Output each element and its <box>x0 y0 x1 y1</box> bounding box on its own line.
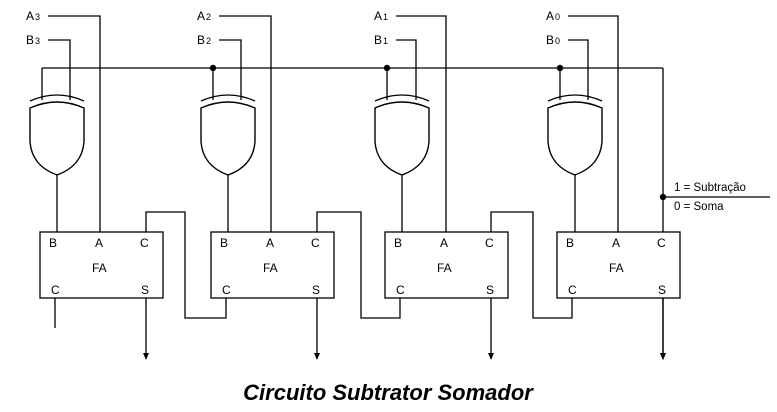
fa0-pin-c-in: C <box>657 236 666 250</box>
stage-2: A2 B2 B A C FA C S <box>197 9 335 360</box>
xor-gate-0 <box>547 101 603 176</box>
control-junction-dot <box>556 64 564 72</box>
input-b2-label: B2 <box>197 33 211 47</box>
control-add-label: 0 = Soma <box>674 201 724 213</box>
fa0-pin-b: B <box>566 236 574 250</box>
carry-connections <box>145 211 573 319</box>
fa0-label: FA <box>609 261 624 275</box>
control-junction-dot <box>209 64 217 72</box>
input-a2-label: A2 <box>197 9 211 23</box>
full-adder-1 <box>384 231 509 299</box>
control-junction-dot <box>383 64 391 72</box>
control-subtract-label: 1 = Subtração <box>674 182 746 194</box>
full-adder-3 <box>39 231 164 299</box>
xor-gate-1 <box>374 101 430 176</box>
control-junction-dot <box>659 193 667 201</box>
fa3-label: FA <box>92 261 107 275</box>
fa1-pin-c-out: C <box>396 283 405 297</box>
fa2-pin-c-in: C <box>311 236 320 250</box>
stage-1: A1 B1 B A C FA C S <box>374 9 509 360</box>
diagram-title: Circuito Subtrator Somador <box>243 380 534 405</box>
input-a3-label: A3 <box>26 9 40 23</box>
fa2-pin-a: A <box>266 236 274 250</box>
fa1-label: FA <box>437 261 452 275</box>
fa2-pin-s: S <box>312 283 320 297</box>
full-adder-0 <box>556 231 681 299</box>
fa3-pin-s: S <box>141 283 149 297</box>
input-b0-label: B0 <box>546 33 560 47</box>
fa1-pin-c-in: C <box>485 236 494 250</box>
fa0-pin-a: A <box>612 236 620 250</box>
stage-0: A0 B0 B A C FA C S <box>546 9 681 360</box>
fa3-pin-b: B <box>49 236 57 250</box>
fa0-pin-c-out: C <box>568 283 577 297</box>
full-adder-2 <box>210 231 335 299</box>
fa3-pin-c-in: C <box>140 236 149 250</box>
fa3-pin-a: A <box>95 236 103 250</box>
input-b1-label: B1 <box>374 33 388 47</box>
input-a1-label: A1 <box>374 9 388 23</box>
input-a0-label: A0 <box>546 9 560 23</box>
xor-gate-2 <box>200 101 256 176</box>
fa2-label: FA <box>263 261 278 275</box>
fa3-pin-c-out: C <box>51 283 60 297</box>
fa2-pin-c-out: C <box>222 283 231 297</box>
input-b3-label: B3 <box>26 33 40 47</box>
fa0-pin-s: S <box>658 283 666 297</box>
fa2-pin-b: B <box>220 236 228 250</box>
xor-gate-3 <box>29 101 85 176</box>
fa1-pin-b: B <box>394 236 402 250</box>
fa1-pin-a: A <box>440 236 448 250</box>
fa1-pin-s: S <box>486 283 494 297</box>
stage-3: A3 B3 B A C FA C S <box>26 9 164 360</box>
